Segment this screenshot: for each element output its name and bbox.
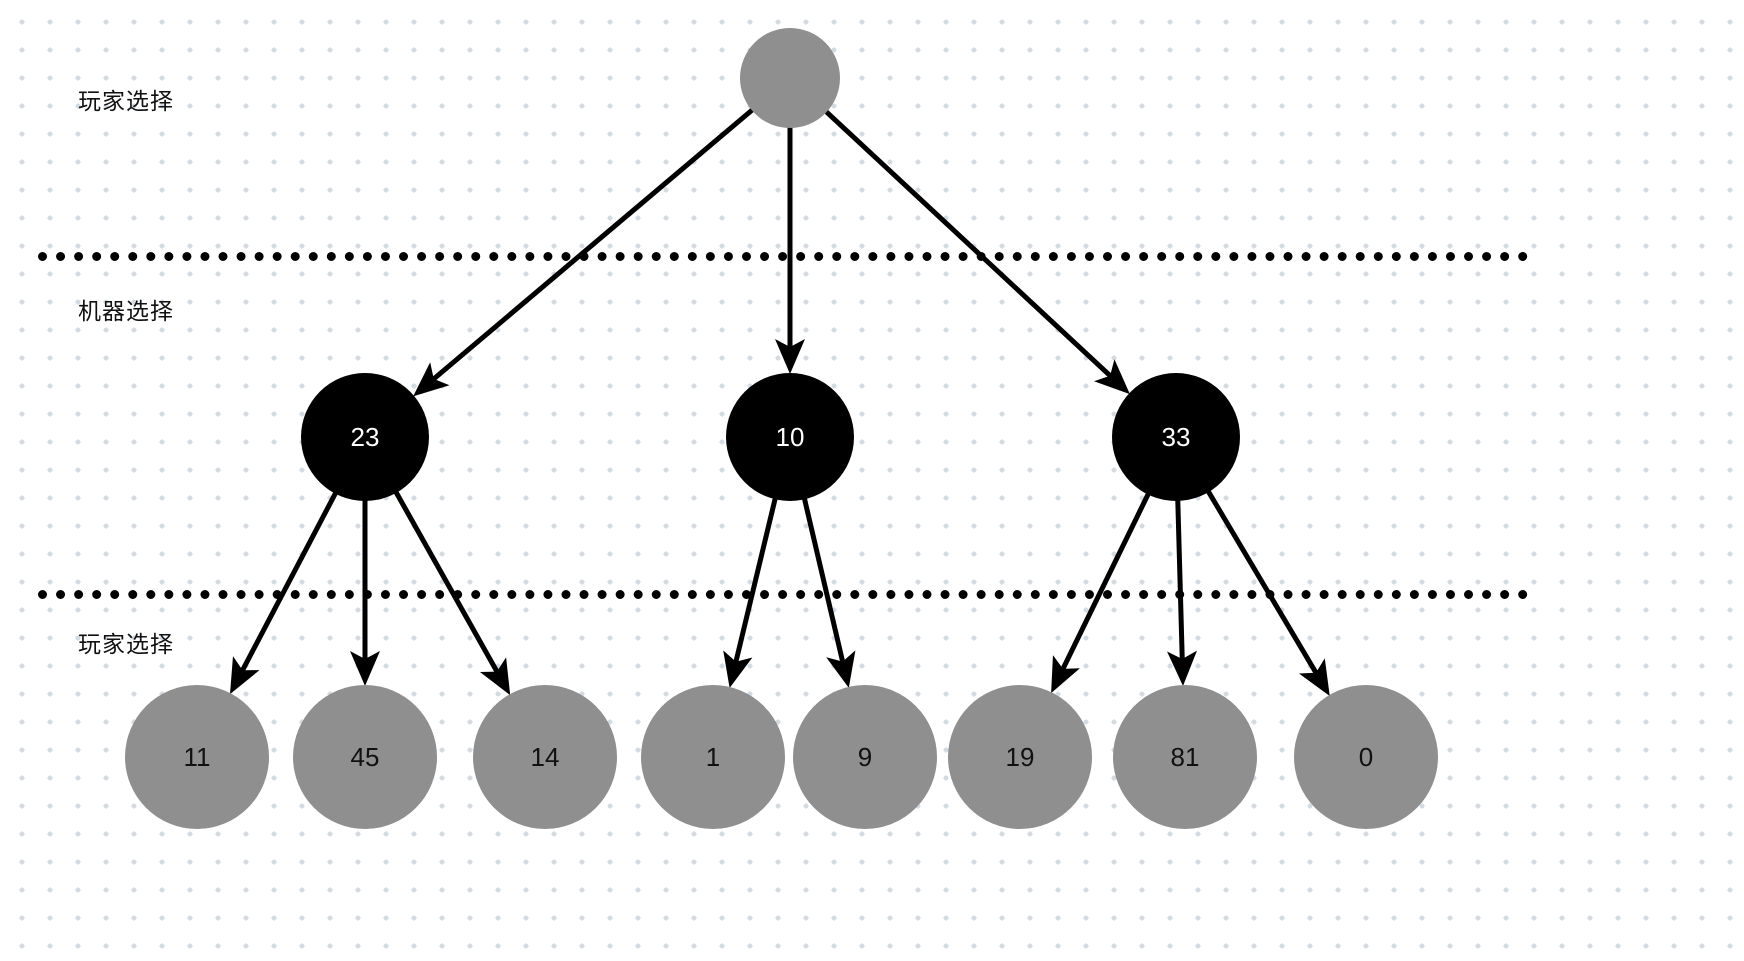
tier-divider-bottom (38, 590, 1528, 599)
node-machine-23[interactable]: 23 (301, 373, 429, 501)
node-leaf-11[interactable]: 11 (125, 685, 269, 829)
tier-label-player-root: 玩家选择 (78, 89, 174, 115)
node-leaf-14[interactable]: 14 (473, 685, 617, 829)
edge-root-to-m3 (823, 108, 1130, 395)
node-leaf-0-label: 0 (1358, 741, 1374, 772)
node-leaf-14-label: 14 (530, 741, 560, 772)
node-machine-23-label: 23 (350, 421, 380, 452)
node-leaf-1[interactable]: 1 (641, 685, 785, 829)
node-machine-10-label: 10 (775, 421, 805, 452)
node-leaf-0[interactable]: 0 (1294, 685, 1438, 829)
node-leaf-1-label: 1 (705, 741, 721, 772)
node-leaf-19[interactable]: 19 (948, 685, 1092, 829)
node-leaf-45-label: 45 (350, 741, 380, 772)
node-machine-33[interactable]: 33 (1112, 373, 1240, 501)
node-leaf-45[interactable]: 45 (293, 685, 437, 829)
node-leaf-19-label: 19 (1005, 741, 1035, 772)
tier-label-machine: 机器选择 (78, 299, 174, 325)
edge-m3-to-l7 (1167, 498, 1198, 687)
node-leaf-81[interactable]: 81 (1113, 685, 1257, 829)
tier-label-player-leaf: 玩家选择 (78, 632, 174, 658)
tier-divider-top (38, 252, 1528, 261)
edge-root-to-m1 (413, 107, 755, 397)
node-machine-33-label: 33 (1161, 421, 1191, 452)
node-machine-10[interactable]: 10 (726, 373, 854, 501)
node-leaf-9-label: 9 (857, 741, 873, 772)
node-leaf-11-label: 11 (183, 741, 211, 772)
node-leaf-9[interactable]: 9 (793, 685, 937, 829)
node-leaf-81-label: 81 (1170, 741, 1200, 772)
node-root[interactable] (740, 28, 840, 128)
